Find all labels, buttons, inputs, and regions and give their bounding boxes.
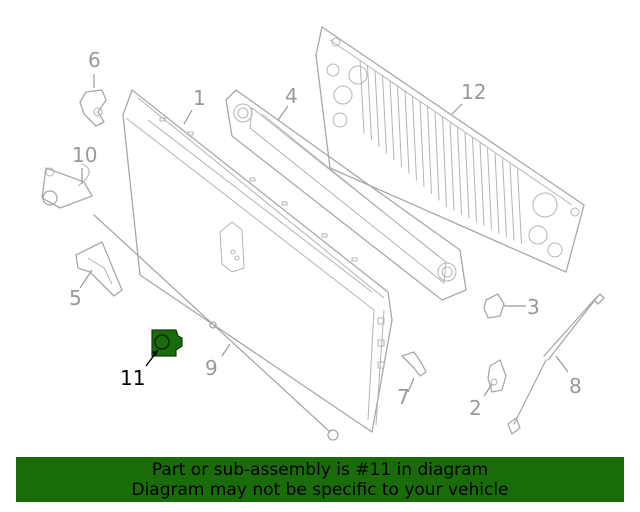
part-9-rod (93, 214, 339, 441)
panel-rib (472, 137, 477, 223)
panel-rib (412, 96, 417, 181)
callout-10[interactable]: 10 (72, 143, 98, 167)
panel-rib (427, 106, 432, 194)
callout-8[interactable]: 8 (569, 374, 582, 398)
part-1-tailgate (122, 89, 393, 433)
panel-rib (449, 122, 455, 211)
callout-2[interactable]: 2 (469, 396, 482, 420)
panel-rib (434, 111, 440, 201)
panel-rib (359, 59, 365, 134)
callout-7[interactable]: 7 (397, 385, 410, 409)
callout-11[interactable]: 11 (120, 366, 146, 390)
part-5-bracket (75, 241, 123, 297)
panel-rib (464, 132, 470, 219)
callout-1[interactable]: 1 (193, 86, 206, 110)
part-4-beam (225, 89, 467, 301)
part-2-clip (487, 359, 507, 393)
panel-rib (494, 153, 500, 234)
part-6-bracket (79, 89, 107, 127)
part-8-strut (507, 293, 605, 435)
callout-5[interactable]: 5 (69, 286, 82, 310)
panel-rib (502, 158, 507, 237)
panel-rib (404, 91, 410, 174)
banner-line-disclaimer: Diagram may not be specific to your vehi… (131, 479, 509, 500)
part-7-pin (401, 351, 427, 377)
info-banner: Part or sub-assembly is #11 in diagram D… (16, 457, 624, 502)
panel-rib (442, 117, 447, 208)
panel-rib (389, 80, 395, 161)
panel-rib (419, 101, 425, 188)
callout-3[interactable]: 3 (527, 295, 540, 319)
panel-rib (374, 70, 380, 147)
panel-rib (487, 148, 492, 230)
callout-9[interactable]: 9 (205, 356, 218, 380)
panel-rib (517, 169, 522, 245)
panel-rib (457, 127, 462, 215)
callout-6[interactable]: 6 (88, 48, 101, 72)
panel-rib (397, 85, 402, 168)
part-12-back-panel (315, 26, 585, 273)
part-10-latch (41, 163, 93, 209)
panel-rib (382, 75, 387, 154)
callout-4[interactable]: 4 (285, 84, 298, 108)
panel-rib (367, 65, 372, 141)
panel-rib (509, 163, 515, 241)
part-3-clip (483, 293, 505, 319)
part-11-module-highlighted[interactable] (151, 329, 183, 357)
parts-diagram (41, 26, 605, 441)
callout-12[interactable]: 12 (461, 80, 487, 104)
leader-lines (79, 74, 569, 397)
banner-line-part: Part or sub-assembly is #11 in diagram (151, 459, 489, 480)
panel-rib (479, 143, 485, 226)
